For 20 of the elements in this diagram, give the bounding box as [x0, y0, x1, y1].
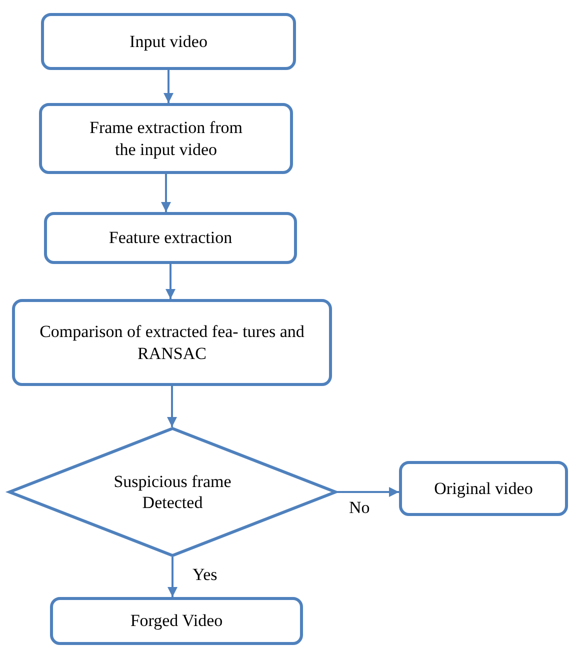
process-box [399, 461, 568, 516]
node-text: Input video [130, 30, 208, 52]
node-text: Original video [434, 478, 533, 500]
process-box [39, 103, 293, 174]
process-box [44, 212, 297, 264]
arrow [168, 557, 178, 597]
arrow [166, 264, 176, 299]
arrow [167, 386, 177, 427]
process-box [12, 299, 332, 386]
arrow [161, 174, 171, 212]
node-text: Comparison of extracted fea- tures and RANSAC [38, 321, 306, 364]
decision-diamond [8, 427, 337, 557]
node-text: Forged Video [130, 610, 223, 632]
arrow [164, 70, 174, 103]
process-box [41, 13, 296, 70]
process-box [50, 597, 303, 645]
node-text: Suspicious frame Detected [112, 470, 232, 514]
node-text: Feature extraction [108, 227, 232, 249]
node-text: Frame extraction from the input video [88, 117, 244, 160]
arrow [337, 487, 399, 497]
